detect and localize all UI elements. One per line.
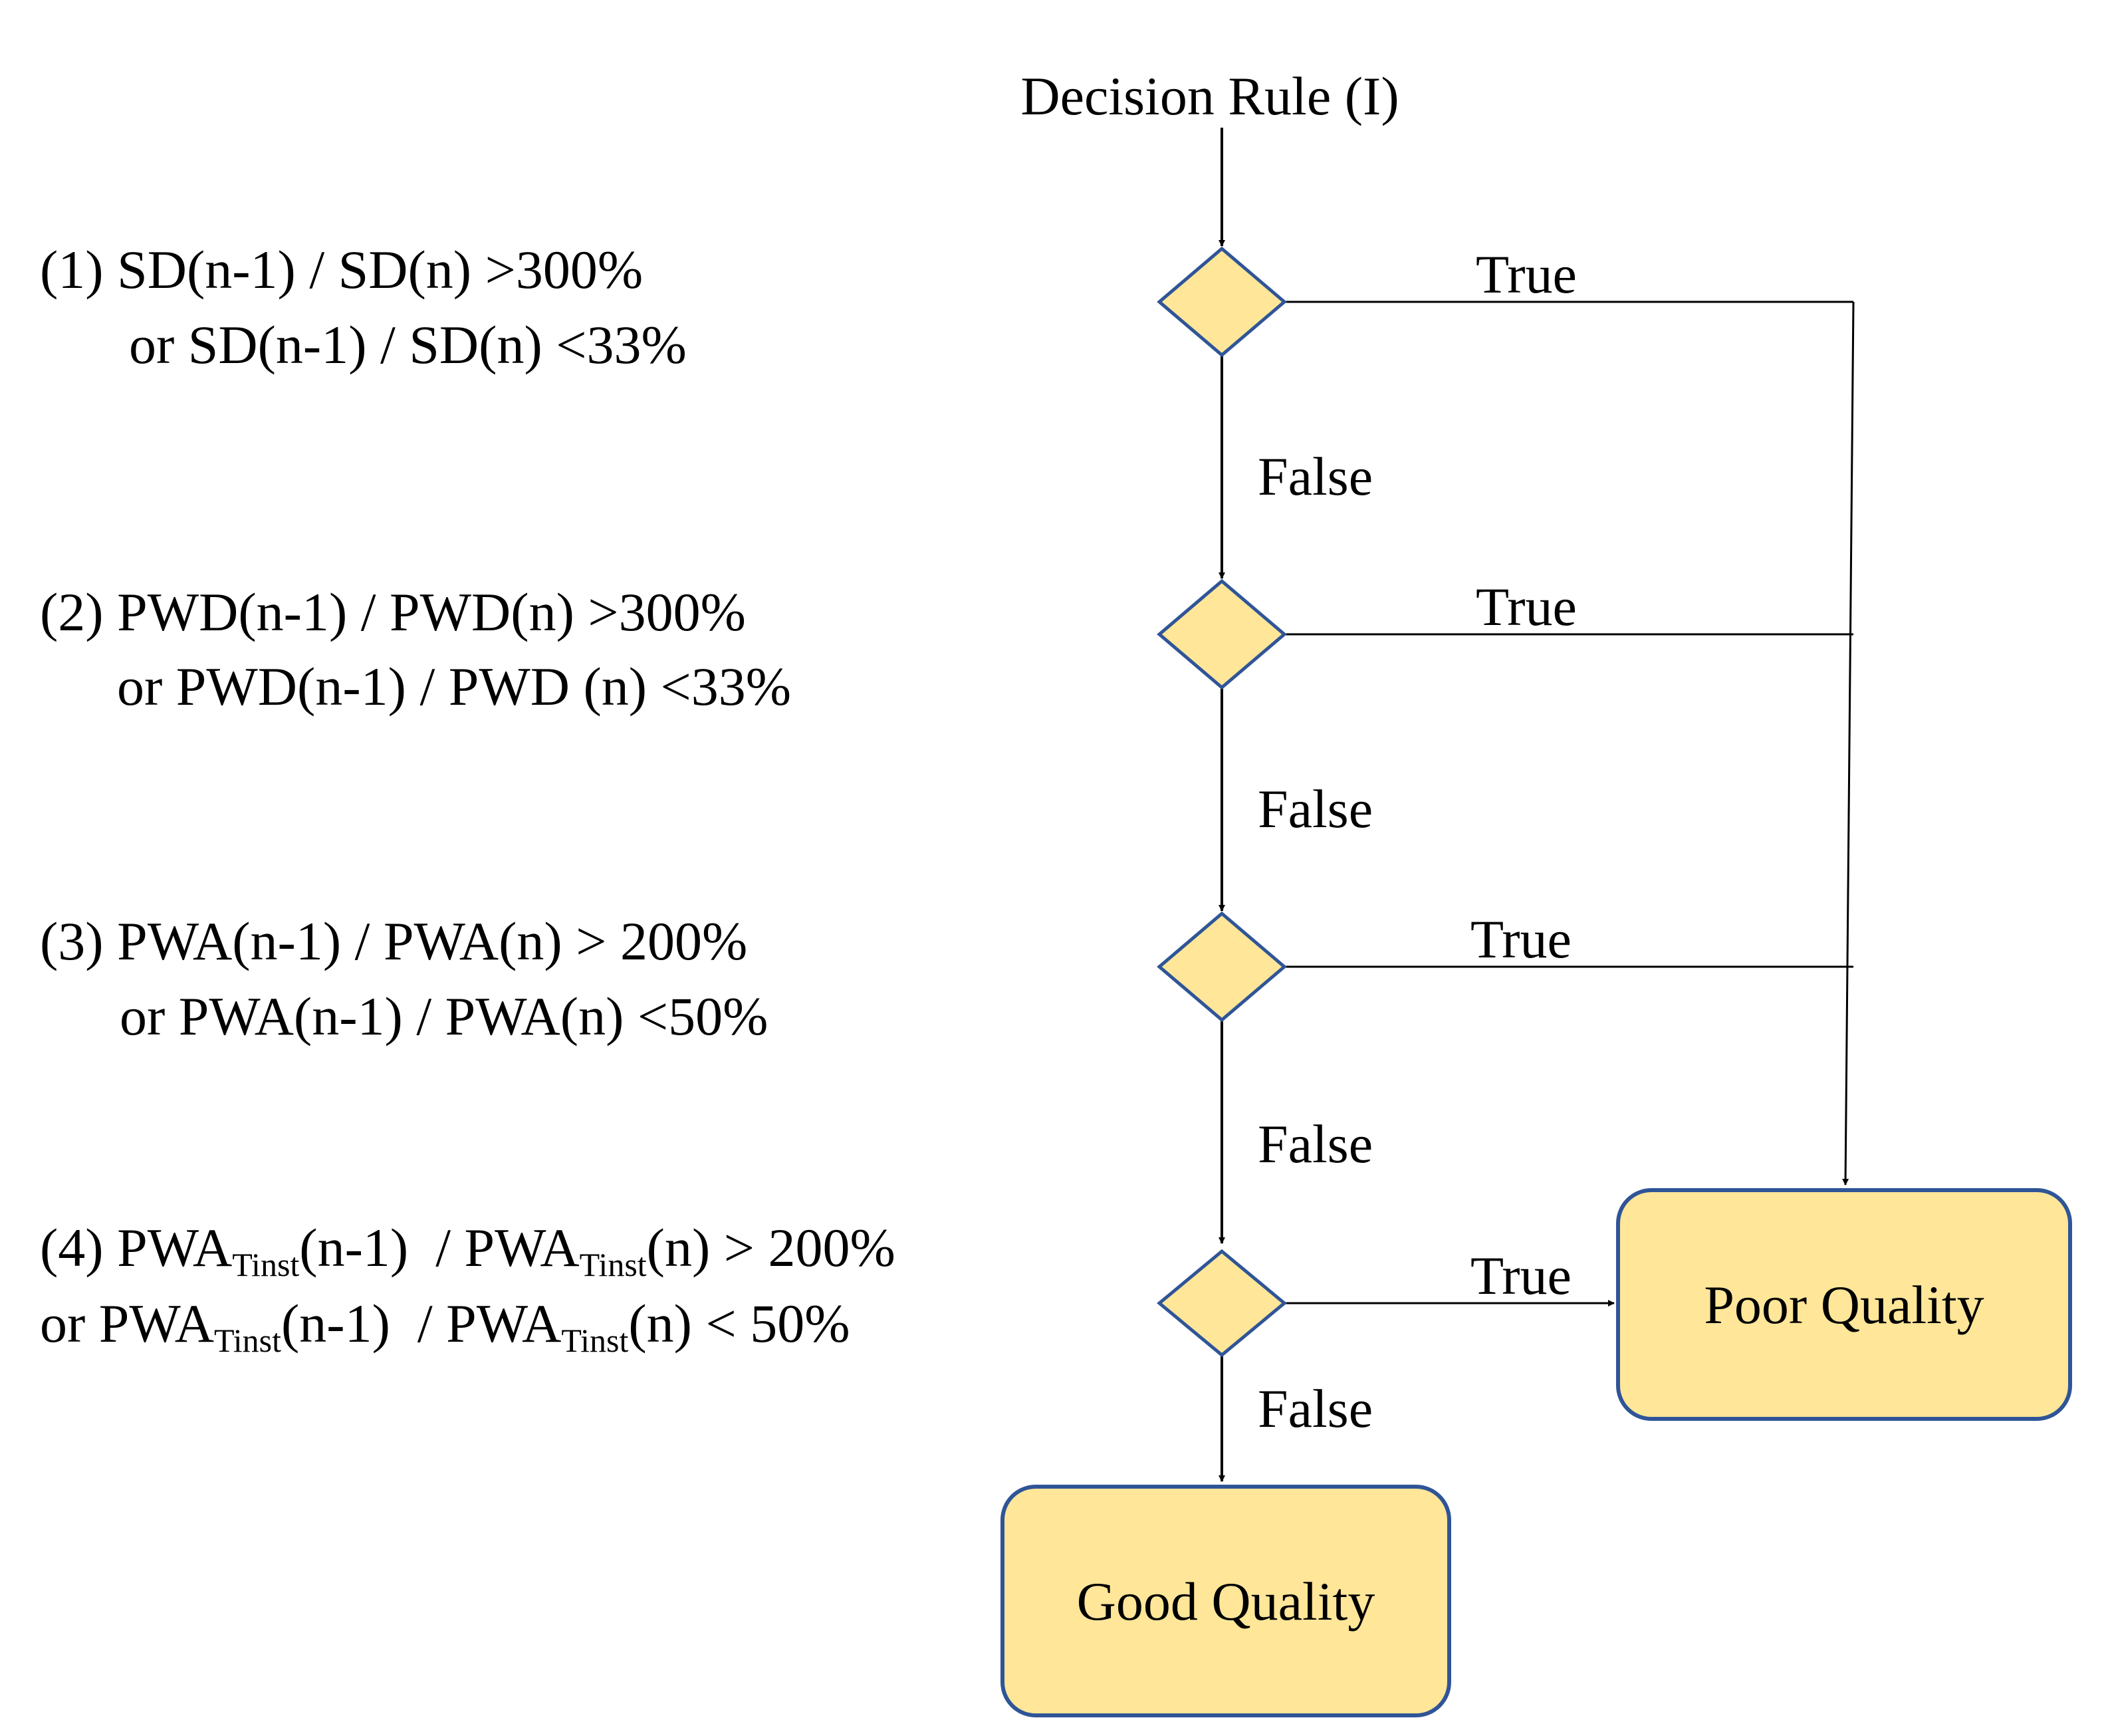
condition-3-number: (3) (40, 911, 104, 971)
condition-4-alt-a: or PWA (40, 1293, 214, 1354)
condition-3-text: PWA(n-1) / PWA(n) > 200% (117, 911, 748, 971)
condition-4-alt-subscript-b: Tinst (561, 1322, 629, 1359)
condition-1-number: (1) (40, 239, 104, 300)
false-label-2: False (1258, 779, 1373, 839)
diagram-title: Decision Rule (I) (1020, 66, 1399, 126)
condition-1-alt: or SD(n-1) / SD(n) <33% (129, 314, 687, 375)
condition-4-line-2: or PWATinst(n-1) / PWATinst(n) < 50% (40, 1297, 850, 1358)
condition-3-alt: or PWA(n-1) / PWA(n) <50% (120, 986, 768, 1047)
true-label-1: True (1476, 244, 1577, 305)
poor-quality-box (1616, 1188, 2072, 1421)
condition-4-alt-subscript-a: Tinst (213, 1322, 281, 1359)
condition-4-text-a: PWA (117, 1217, 233, 1278)
condition-1-line-2: or SD(n-1) / SD(n) <33% (129, 318, 687, 372)
true-label-4: True (1470, 1245, 1572, 1306)
decision-diamond-1 (1157, 246, 1287, 358)
condition-4-alt-b: (n-1) / PWA (281, 1293, 562, 1354)
condition-4-text-c: (n) > 200% (646, 1217, 895, 1278)
false-label-1: False (1258, 446, 1373, 507)
condition-1-text: SD(n-1) / SD(n) >300% (117, 239, 644, 300)
condition-2-line-1: (2) PWD(n-1) / PWD(n) >300% (40, 585, 746, 640)
good-quality-label: Good Quality (1077, 1571, 1375, 1632)
condition-1-line-1: (1) SD(n-1) / SD(n) >300% (40, 243, 643, 297)
true-collector-line (1842, 301, 1855, 1185)
condition-4-subscript-a: Tinst (232, 1246, 300, 1283)
condition-2-text: PWD(n-1) / PWD(n) >300% (117, 582, 746, 642)
true-label-3: True (1470, 909, 1572, 969)
condition-4-line-1: (4) PWATinst(n-1) / PWATinst(n) > 200% (40, 1221, 895, 1282)
decision-diamond-4 (1157, 1249, 1287, 1358)
false-label-3: False (1258, 1114, 1373, 1174)
condition-2-number: (2) (40, 582, 104, 642)
condition-3-line-1: (3) PWA(n-1) / PWA(n) > 200% (40, 914, 747, 969)
good-quality-box (1000, 1485, 1451, 1717)
condition-4-number: (4) (40, 1217, 104, 1278)
condition-4-text-b: (n-1) / PWA (299, 1217, 580, 1278)
decision-diamond-3 (1157, 911, 1287, 1023)
true-label-2: True (1476, 576, 1577, 637)
false-label-4: False (1258, 1378, 1373, 1439)
poor-quality-label: Poor Quality (1704, 1275, 1984, 1335)
condition-4-alt-c: (n) < 50% (628, 1293, 850, 1354)
decision-diamond-2 (1157, 578, 1287, 690)
condition-2-line-2: or PWD(n-1) / PWD (n) <33% (117, 660, 791, 714)
condition-2-alt: or PWD(n-1) / PWD (n) <33% (117, 656, 792, 717)
condition-3-line-2: or PWA(n-1) / PWA(n) <50% (120, 989, 768, 1044)
condition-4-subscript-b: Tinst (579, 1246, 647, 1283)
